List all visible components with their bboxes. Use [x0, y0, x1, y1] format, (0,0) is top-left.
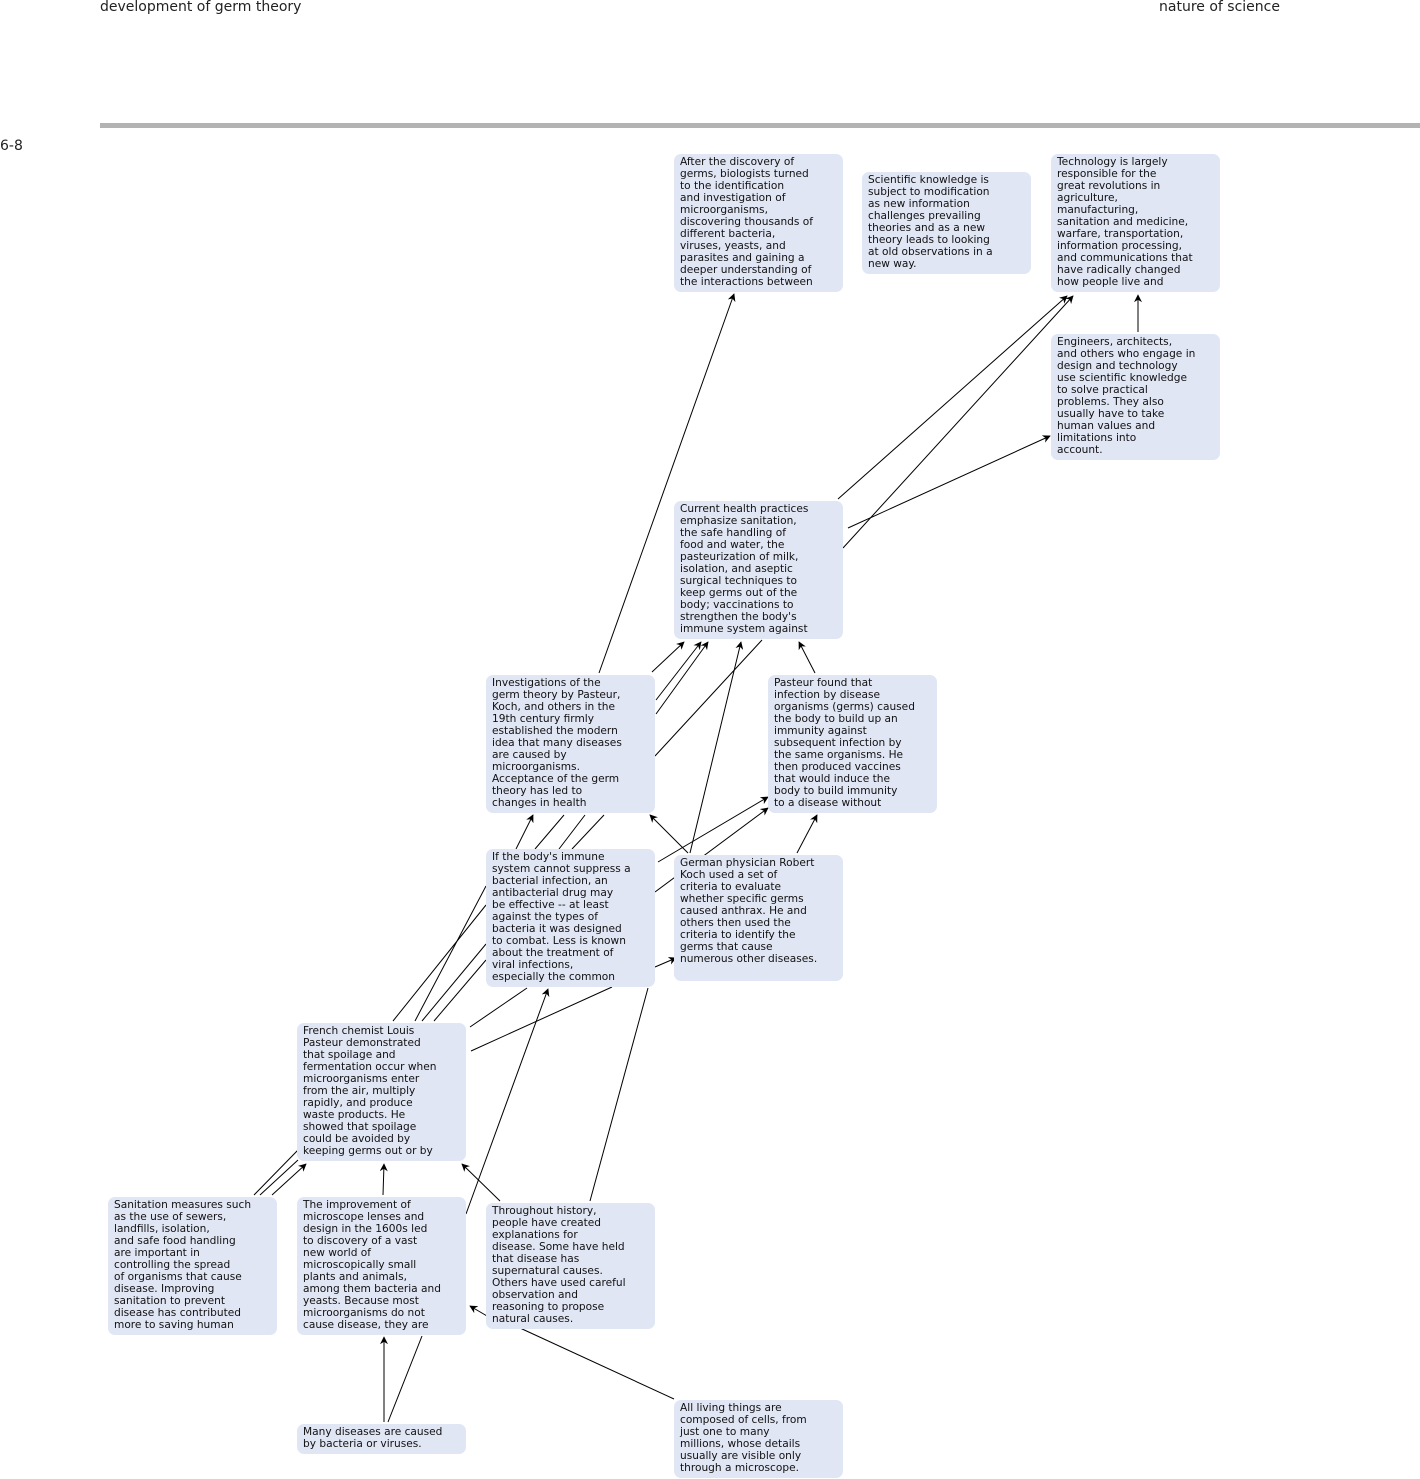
- concept-node-technology[interactable]: Technology is largely responsible for th…: [1051, 154, 1220, 292]
- line-connector: [253, 1149, 299, 1196]
- concept-node-pasteur-immunity[interactable]: Pasteur found that infection by disease …: [768, 675, 937, 813]
- line-connector: [558, 814, 586, 850]
- concept-node-microscope[interactable]: The improvement of microscope lenses and…: [297, 1197, 466, 1335]
- arrow-connector: [465, 988, 550, 1215]
- concept-node-current-health[interactable]: Current health practices emphasize sanit…: [674, 501, 843, 639]
- concept-node-immune-system[interactable]: If the body's immune system cannot suppr…: [486, 849, 655, 987]
- line-connector: [433, 959, 487, 1022]
- arrow-connector: [469, 1305, 488, 1317]
- line-connector: [259, 1159, 299, 1196]
- arrow-connector: [837, 295, 1068, 500]
- arrow-connector: [689, 641, 744, 854]
- concept-node-many-diseases[interactable]: Many diseases are caused by bacteria or …: [297, 1424, 466, 1454]
- concept-node-koch[interactable]: German physician Robert Koch used a set …: [674, 855, 843, 981]
- line-connector: [414, 885, 487, 1022]
- arrow-connector: [651, 641, 685, 673]
- arrow-connector: [271, 1163, 307, 1196]
- arrow-connector: [654, 957, 677, 968]
- concept-node-scientific-knowledge[interactable]: Scientific knowledge is subject to modif…: [862, 172, 1031, 274]
- arrow-connector: [796, 814, 818, 854]
- arrow-connector: [461, 1163, 501, 1202]
- arrow-connector: [842, 295, 1074, 549]
- line-connector: [654, 639, 763, 757]
- concept-node-after-discovery[interactable]: After the discovery of germs, biologists…: [674, 154, 843, 292]
- line-connector: [534, 814, 565, 850]
- concept-node-throughout-history[interactable]: Throughout history, people have created …: [486, 1203, 655, 1329]
- arrow-connector: [515, 814, 534, 850]
- line-connector: [469, 987, 528, 1028]
- strand-title: nature of science: [1159, 0, 1280, 15]
- concept-node-engineers[interactable]: Engineers, architects, and others who en…: [1051, 334, 1220, 460]
- arrow-connector: [649, 814, 689, 854]
- arrow-connector: [798, 641, 816, 674]
- arrow-connector: [847, 435, 1051, 529]
- concept-node-investigations[interactable]: Investigations of the germ theory by Pas…: [486, 675, 655, 813]
- line-connector: [387, 1335, 423, 1423]
- line-connector: [571, 814, 605, 850]
- grade-band-label: 6-8: [0, 138, 23, 154]
- line-connector: [589, 987, 649, 1202]
- map-title: development of germ theory: [100, 0, 302, 15]
- concept-node-pasteur-spoilage[interactable]: French chemist Louis Pasteur demonstrate…: [297, 1023, 466, 1161]
- arrow-connector: [379, 1163, 388, 1196]
- line-connector: [421, 943, 487, 1022]
- arrow-connector: [655, 641, 702, 701]
- concept-node-living-things[interactable]: All living things are composed of cells,…: [674, 1400, 843, 1478]
- concept-node-sanitation[interactable]: Sanitation measures such as the use of s…: [108, 1197, 277, 1335]
- arrow-connector: [657, 796, 769, 863]
- arrow-connector: [655, 641, 709, 715]
- header-divider: [100, 123, 1420, 128]
- line-connector: [519, 1327, 675, 1400]
- line-connector: [392, 904, 487, 1022]
- line-connector: [470, 986, 613, 1052]
